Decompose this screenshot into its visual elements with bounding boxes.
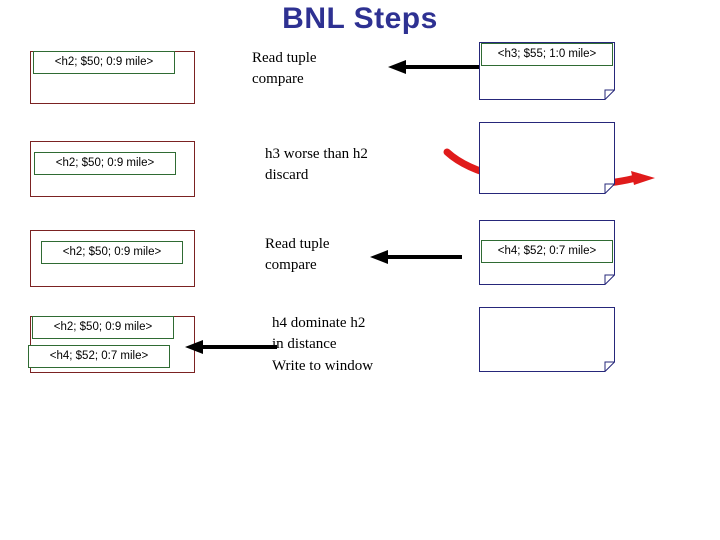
black-arrow-left-row-1 [388,60,480,74]
page-box-row-2 [479,122,615,194]
note-row-3: Read tuple compare [265,236,330,274]
note-row-4: h4 dominate h2 in distance Write to wind… [272,315,374,374]
black-arrow-left-row-3 [370,250,462,264]
page-box-row-4 [479,307,615,372]
page-tuple-row-3-0: <h4; $52; 0:7 mile> [481,240,613,263]
window-tuple-row-2-0: <h2; $50; 0:9 mile> [34,152,176,175]
window-box-row-2 [30,141,195,197]
note-row-1: Read tuple compare [252,50,317,88]
window-box-row-3 [30,230,195,287]
window-tuple-row-1-0: <h2; $50; 0:9 mile> [33,51,175,74]
window-tuple-row-3-0: <h2; $50; 0:9 mile> [41,241,183,264]
page-title: BNL Steps [282,2,438,35]
black-arrow-left-row-4 [185,340,277,354]
window-tuple-row-4-1: <h4; $52; 0:7 mile> [28,345,170,368]
note-row-2: h3 worse than h2 discard [265,146,368,184]
page-tuple-row-1-0: <h3; $55; 1:0 mile> [481,43,613,66]
window-tuple-row-4-0: <h2; $50; 0:9 mile> [32,316,174,339]
